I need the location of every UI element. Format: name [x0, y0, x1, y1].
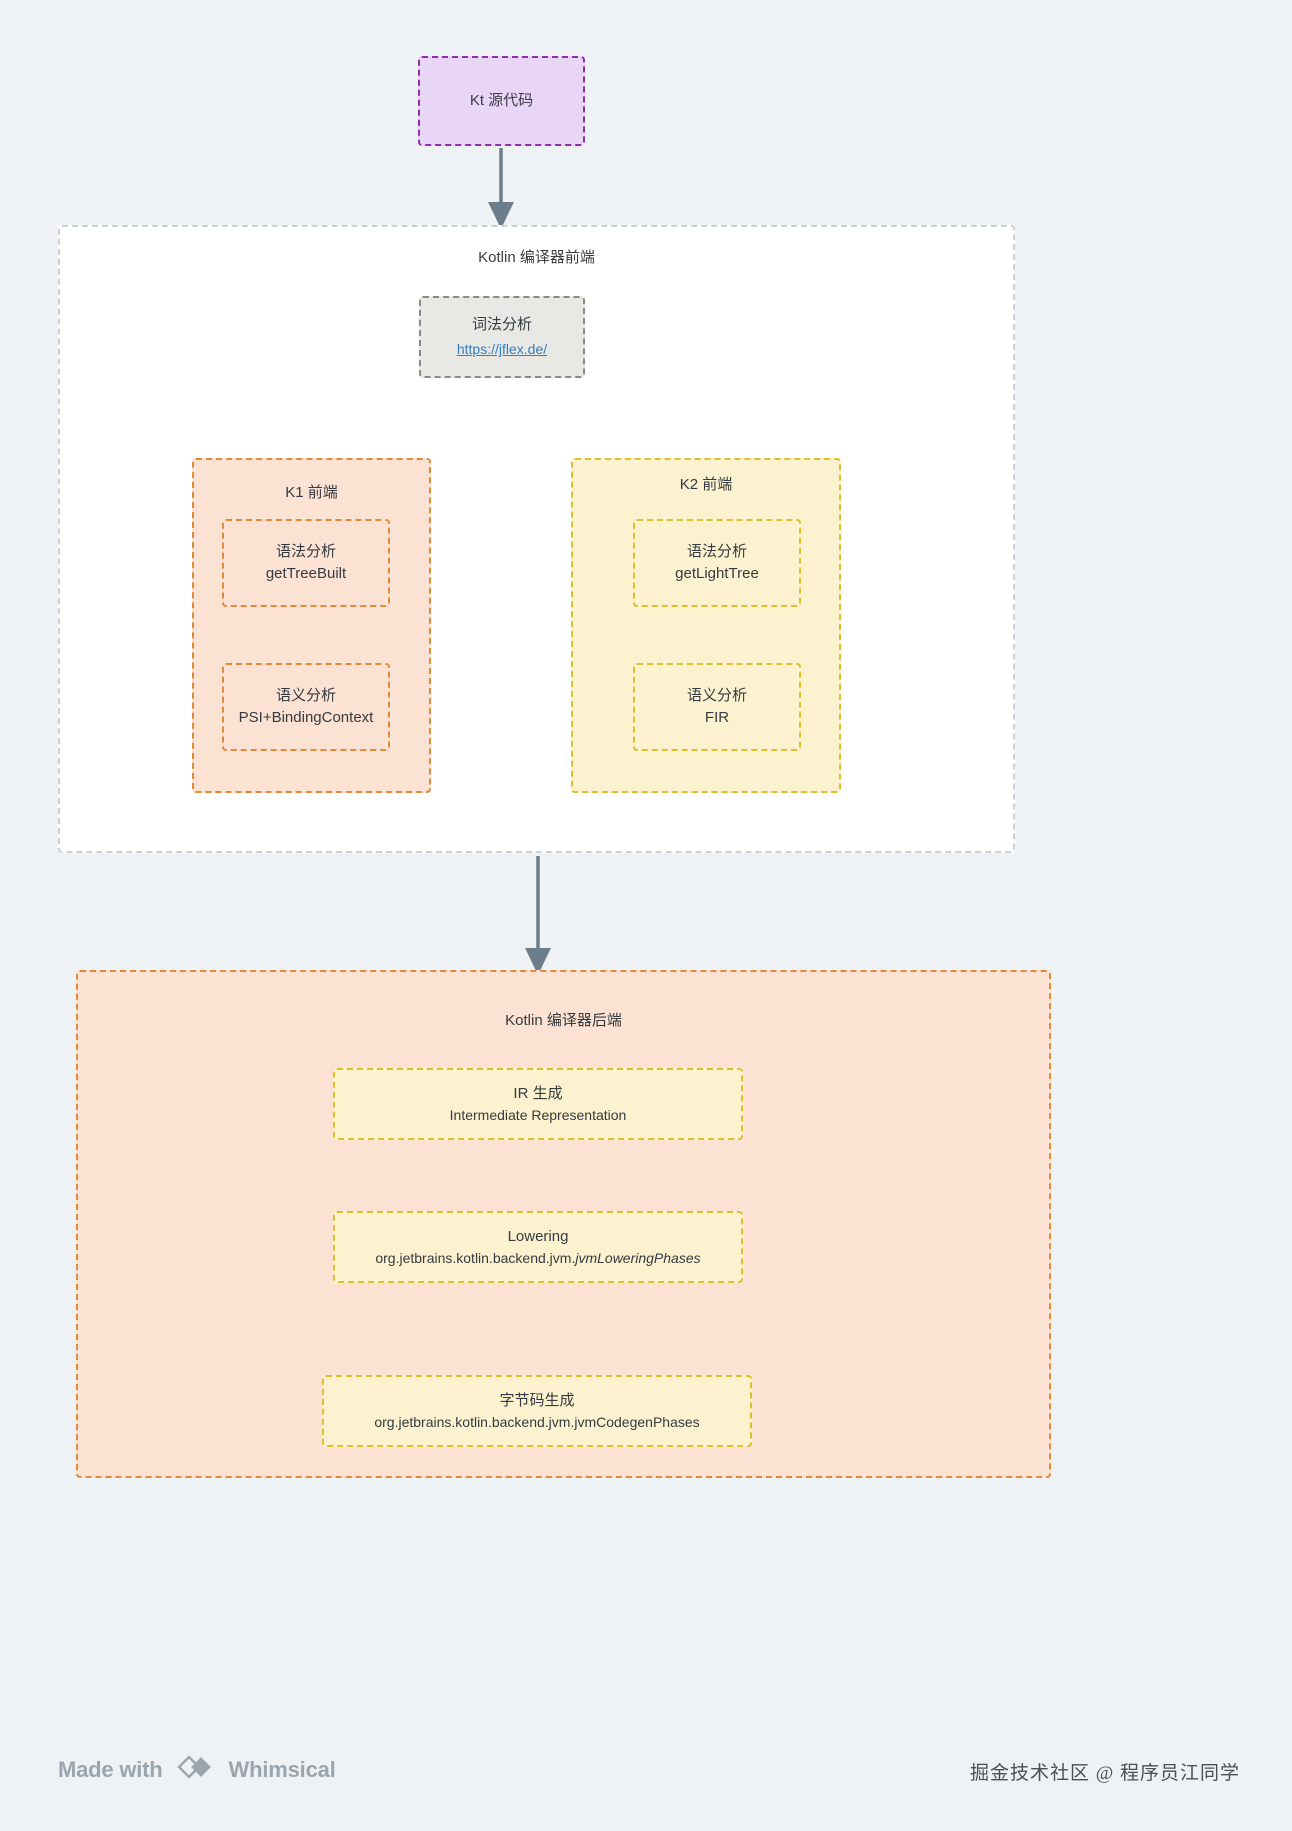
node-bytecode-generation-sub: org.jetbrains.kotlin.backend.jvm.jvmCode…: [374, 1413, 700, 1430]
whimsical-brand-label: Whimsical: [228, 1757, 336, 1782]
node-kt-source[interactable]: Kt 源代码: [418, 56, 585, 146]
node-lowering-sub: org.jetbrains.kotlin.backend.jvm.jvmLowe…: [375, 1248, 700, 1268]
node-k2-syntax-analysis-title: 语法分析: [686, 543, 747, 561]
node-lexical-analysis-label: 词法分析: [471, 316, 532, 334]
group-k2-frontend-label: K2 前端: [679, 476, 733, 493]
node-lowering-sub-plain: org.jetbrains.kotlin.backend.jvm.: [375, 1249, 576, 1266]
attribution-label: 掘金技术社区 @ 程序员江同学: [970, 1763, 1240, 1784]
node-lowering[interactable]: Lowering org.jetbrains.kotlin.backend.jv…: [333, 1211, 743, 1283]
group-k2-frontend[interactable]: K2 前端: [571, 458, 841, 793]
node-k2-syntax-analysis[interactable]: 语法分析 getLightTree: [633, 519, 801, 607]
node-k1-semantic-analysis-title: 语义分析: [275, 687, 336, 705]
group-k1-frontend[interactable]: K1 前端: [192, 458, 431, 793]
node-lowering-title: Lowering: [507, 1227, 569, 1245]
node-k1-syntax-analysis-title: 语法分析: [275, 543, 336, 561]
node-lexical-analysis[interactable]: 词法分析 https://jflex.de/: [419, 296, 585, 378]
node-ir-generation[interactable]: IR 生成 Intermediate Representation: [333, 1068, 743, 1140]
node-k1-semantic-analysis[interactable]: 语义分析 PSI+BindingContext: [222, 663, 390, 751]
node-k2-semantic-analysis[interactable]: 语义分析 FIR: [633, 663, 801, 751]
node-lowering-sub-italic: jvmLoweringPhases: [575, 1249, 701, 1266]
made-with-label: Made with: [58, 1757, 163, 1782]
node-k1-semantic-analysis-sub: PSI+BindingContext: [238, 709, 374, 726]
jflex-link[interactable]: https://jflex.de/: [456, 341, 548, 358]
whimsical-diamond-icon: [175, 1752, 217, 1788]
node-ir-generation-title: IR 生成: [513, 1084, 563, 1102]
node-k1-syntax-analysis-sub: getTreeBuilt: [265, 565, 347, 582]
node-kt-source-label: Kt 源代码: [469, 92, 534, 110]
whimsical-watermark[interactable]: Made with Whimsical: [58, 1752, 336, 1788]
node-k1-syntax-analysis[interactable]: 语法分析 getTreeBuilt: [222, 519, 390, 607]
group-k1-frontend-label: K1 前端: [285, 484, 338, 501]
node-bytecode-generation[interactable]: 字节码生成 org.jetbrains.kotlin.backend.jvm.j…: [322, 1375, 752, 1447]
node-k2-syntax-analysis-sub: getLightTree: [675, 565, 759, 582]
node-k2-semantic-analysis-sub: FIR: [704, 709, 730, 726]
node-ir-generation-sub: Intermediate Representation: [449, 1106, 627, 1123]
node-bytecode-generation-title: 字节码生成: [499, 1391, 575, 1409]
node-k2-semantic-analysis-title: 语义分析: [686, 687, 747, 705]
group-kotlin-backend-label: Kotlin 编译器后端: [505, 1012, 622, 1029]
group-kotlin-frontend-label: Kotlin 编译器前端: [478, 249, 595, 266]
